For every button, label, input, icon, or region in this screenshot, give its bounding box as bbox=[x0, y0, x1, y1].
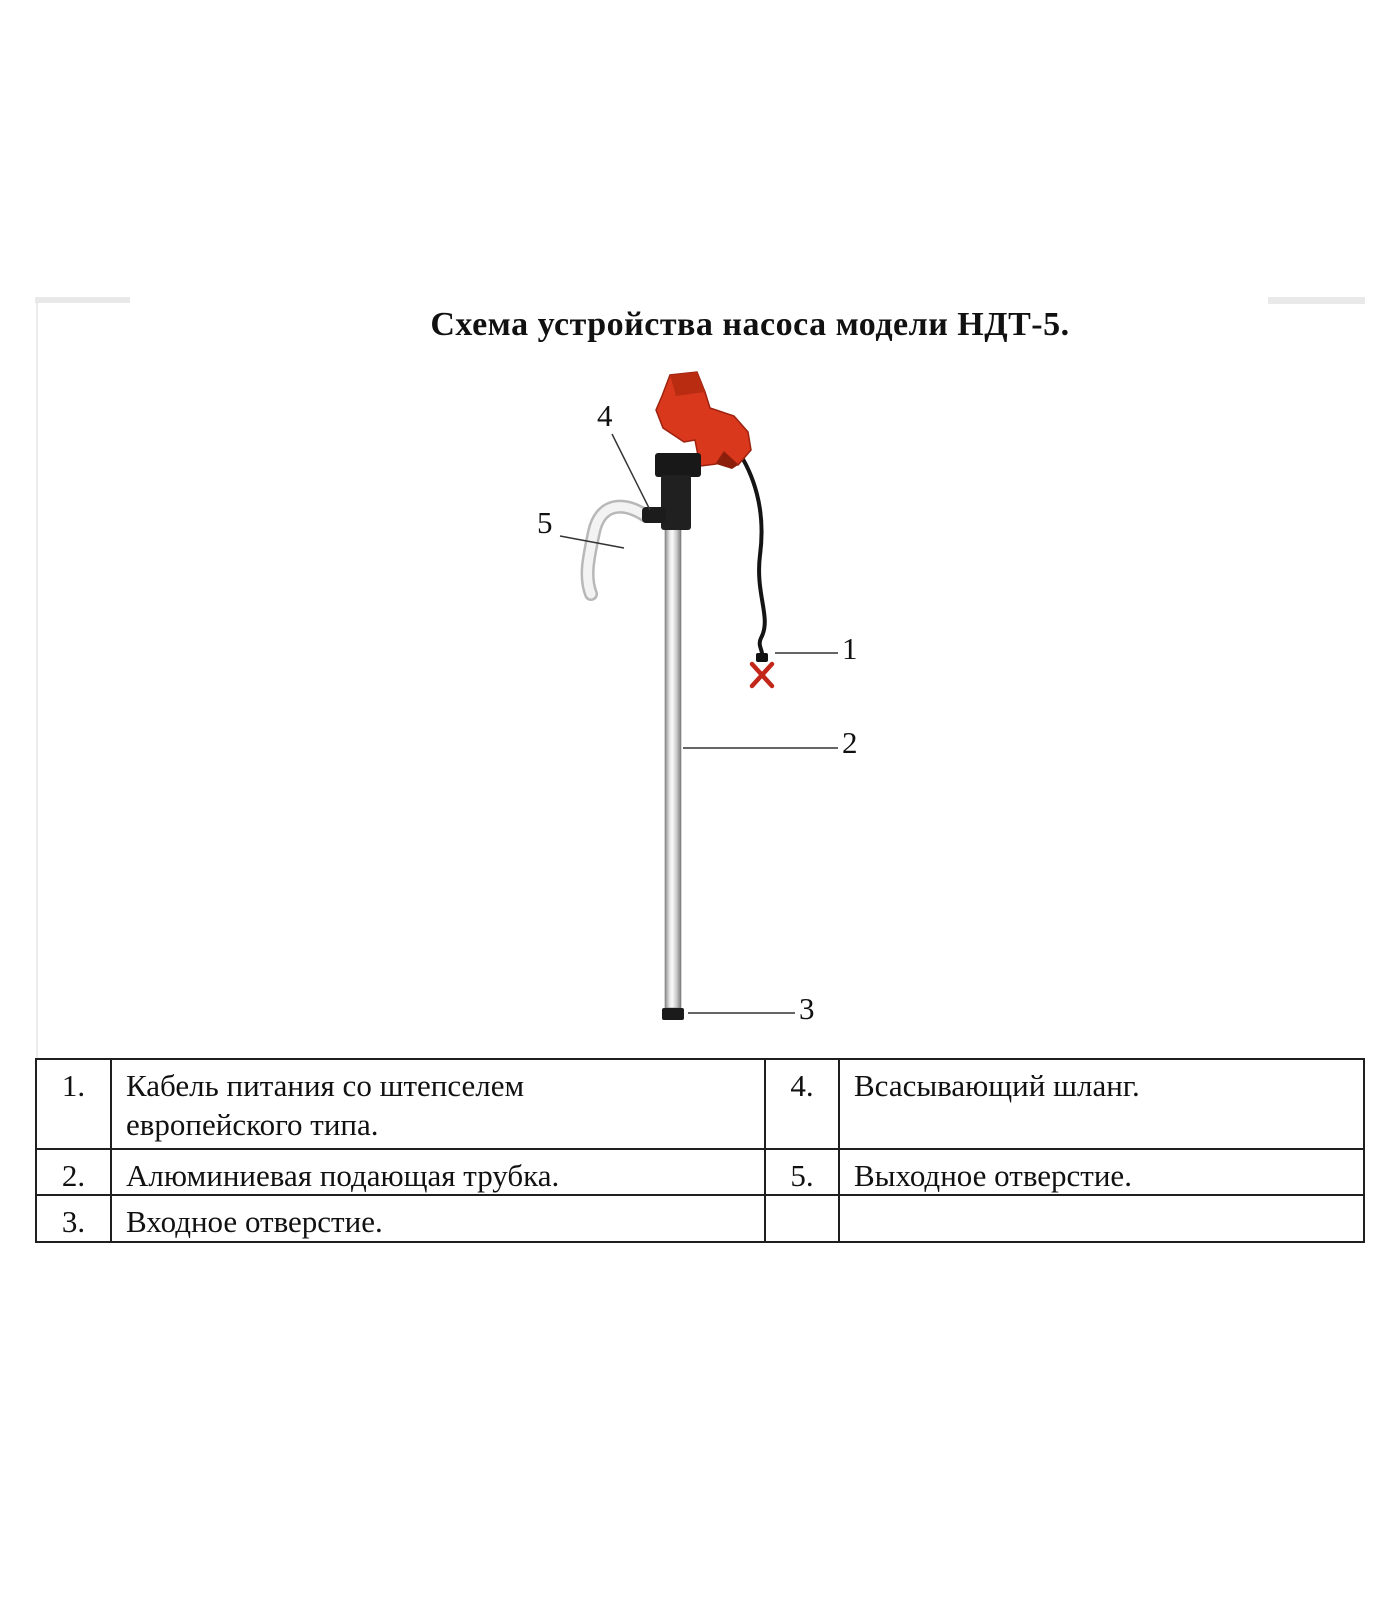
table-cell-label: Входное отверстие. bbox=[112, 1196, 766, 1243]
outlet-hose-highlight bbox=[583, 502, 651, 599]
part-number: 1. bbox=[61, 1068, 86, 1103]
motor-handle-shade bbox=[716, 452, 738, 469]
parts-table: 1. Кабель питания со штепселем европейск… bbox=[35, 1058, 1365, 1243]
table-cell-label: Всасывающий шланг. bbox=[840, 1060, 1365, 1150]
motor-body bbox=[655, 371, 752, 467]
table-cell-label: Кабель питания со штепселем европейского… bbox=[112, 1060, 766, 1150]
table-cell-num: 1. bbox=[37, 1060, 112, 1150]
part-number: 2. bbox=[61, 1158, 86, 1193]
motor-body-shade bbox=[670, 372, 705, 396]
callout-number-4: 4 bbox=[597, 398, 613, 433]
table-cell-num: 4. bbox=[766, 1060, 840, 1150]
part-label: Выходное отверстие. bbox=[854, 1158, 1132, 1193]
callout-number-1: 1 bbox=[842, 631, 858, 666]
power-plug bbox=[756, 653, 768, 662]
table-cell-num bbox=[766, 1196, 840, 1243]
part-label: Всасывающий шланг. bbox=[854, 1068, 1140, 1103]
pump-illustration bbox=[559, 371, 838, 1020]
callout-number-2: 2 bbox=[842, 725, 858, 760]
outlet-port bbox=[642, 507, 666, 523]
table-cell-label: Алюминиевая подающая трубка. bbox=[112, 1150, 766, 1196]
part-number: 5. bbox=[790, 1158, 814, 1193]
callout-number-5: 5 bbox=[537, 505, 553, 540]
part-number: 4. bbox=[790, 1068, 814, 1103]
pump-head-fitting bbox=[661, 475, 691, 530]
motor-collar bbox=[655, 453, 701, 477]
scan-artifact bbox=[1268, 297, 1365, 304]
power-cable bbox=[734, 446, 767, 655]
table-cell-label: Выходное отверстие. bbox=[840, 1150, 1365, 1196]
power-plug-prongs bbox=[749, 661, 775, 689]
callout-number-3: 3 bbox=[799, 991, 815, 1026]
table-cell-num: 3. bbox=[37, 1196, 112, 1243]
table-cell-label bbox=[840, 1196, 1365, 1243]
callout-line-5 bbox=[559, 535, 625, 549]
table-cell-num: 2. bbox=[37, 1150, 112, 1196]
part-label: Входное отверстие. bbox=[126, 1204, 383, 1239]
part-number: 3. bbox=[61, 1204, 86, 1239]
part-label: Алюминиевая подающая трубка. bbox=[126, 1158, 560, 1193]
callout-line-4 bbox=[611, 433, 651, 511]
page-title: Схема устройства насоса модели НДТ-5. bbox=[430, 306, 1070, 343]
feed-tube bbox=[664, 527, 682, 1009]
scan-edge-line bbox=[36, 302, 38, 1058]
tube-inlet-cap bbox=[662, 1008, 684, 1020]
table-cell-num: 5. bbox=[766, 1150, 840, 1196]
scan-artifact bbox=[35, 297, 130, 303]
part-label: Кабель питания со штепселем европейского… bbox=[126, 1068, 525, 1143]
